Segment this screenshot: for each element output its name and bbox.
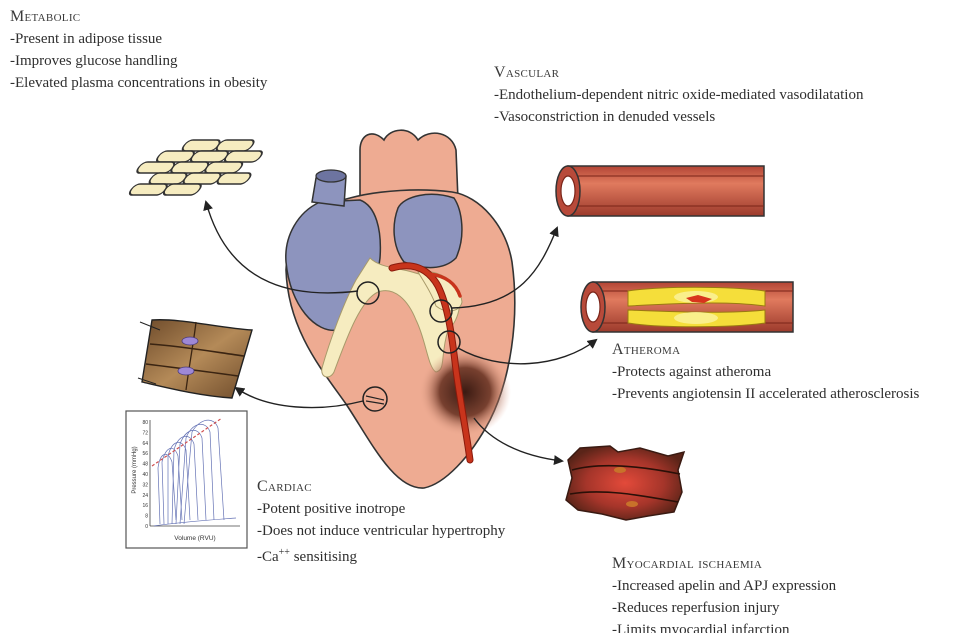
cardiac-calcium-charge: ++ xyxy=(279,547,290,558)
vascular-section: Vascular -Endothelium-dependent nitric o… xyxy=(494,62,863,128)
ischaemia-heading: Myocardial ischaemia xyxy=(612,553,836,575)
cardiac-heading: Cardiac xyxy=(257,476,505,498)
pv-y-tick-label: 64 xyxy=(142,441,148,447)
metabolic-item: -Improves glucose handling xyxy=(10,50,267,72)
atheroma-heading: Atheroma xyxy=(612,339,919,361)
cardiac-sensitising-text: sensitising xyxy=(290,549,357,565)
cardiac-item: -Does not induce ventricular hypertrophy xyxy=(257,520,505,542)
pv-y-tick-label: 16 xyxy=(142,503,148,509)
atheroma-item: -Protects against atheroma xyxy=(612,361,919,383)
metabolic-item: -Elevated plasma concentrations in obesi… xyxy=(10,72,267,94)
atheroma-vessel-icon xyxy=(581,282,793,332)
pv-y-tick-label: 8 xyxy=(145,514,148,520)
heart-illustration xyxy=(286,130,515,488)
cardiac-section: Cardiac -Potent positive inotrope -Does … xyxy=(257,476,505,568)
pv-y-tick-label: 32 xyxy=(142,482,148,488)
ischaemic-tissue-icon xyxy=(566,446,684,520)
pv-y-tick-label: 72 xyxy=(142,430,148,436)
metabolic-heading: Metabolic xyxy=(10,6,267,28)
pv-y-tick-label: 80 xyxy=(142,420,148,426)
ischaemia-item: -Reduces reperfusion injury xyxy=(612,597,836,619)
blood-vessel-icon xyxy=(556,166,764,216)
atheroma-section: Atheroma -Protects against atheroma -Pre… xyxy=(612,339,919,405)
adipose-tissue-icon xyxy=(119,140,276,195)
ischaemia-item: -Increased apelin and APJ expression xyxy=(612,575,836,597)
cardiac-muscle-icon xyxy=(138,320,252,398)
cardiac-item-calcium: -Ca++ sensitising xyxy=(257,542,505,568)
pv-y-tick-label: 48 xyxy=(142,462,148,468)
pv-y-tick-label: 24 xyxy=(142,493,148,499)
vascular-item: -Endothelium-dependent nitric oxide-medi… xyxy=(494,84,863,106)
cardiac-calcium-text: -Ca xyxy=(257,549,279,565)
cardiac-item: -Potent positive inotrope xyxy=(257,498,505,520)
metabolic-item: -Present in adipose tissue xyxy=(10,28,267,50)
atheroma-item: -Prevents angiotensin II accelerated ath… xyxy=(612,383,919,405)
vascular-heading: Vascular xyxy=(494,62,863,84)
pv-y-tick-label: 56 xyxy=(142,451,148,457)
pv-y-axis-label: Pressure (mmHg) xyxy=(132,446,138,493)
pv-y-tick-label: 0 xyxy=(145,524,148,530)
ischaemia-section: Myocardial ischaemia -Increased apelin a… xyxy=(612,553,836,633)
ischaemia-item: -Limits myocardial infarction xyxy=(612,619,836,633)
pv-x-axis-label: Volume (RVU) xyxy=(174,535,215,542)
metabolic-section: Metabolic -Present in adipose tissue -Im… xyxy=(10,6,267,94)
vascular-item: -Vasoconstriction in denuded vessels xyxy=(494,106,863,128)
pv-y-tick-label: 40 xyxy=(142,472,148,478)
